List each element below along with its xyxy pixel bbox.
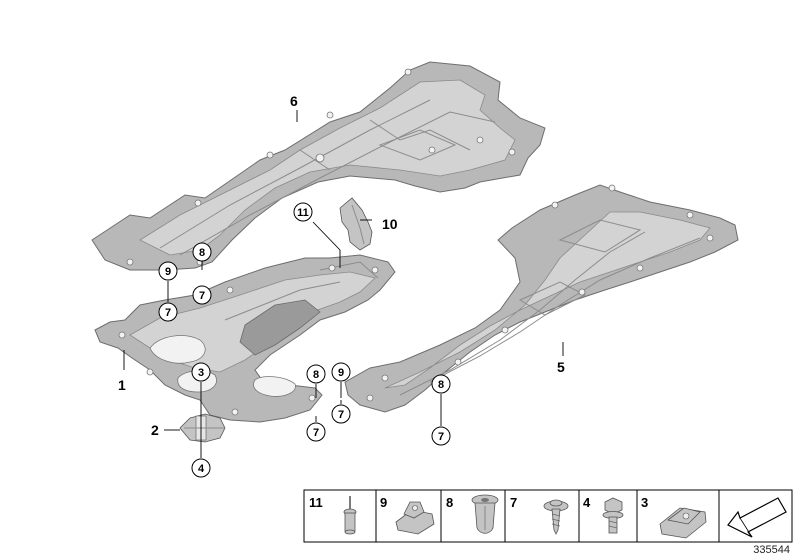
svg-text:9: 9	[338, 367, 344, 379]
parts-table-number-3: 3	[641, 495, 648, 510]
callout-1: 1	[118, 377, 126, 393]
leader-lines	[123, 110, 564, 458]
collar-screw-icon	[543, 499, 569, 535]
svg-text:8: 8	[438, 379, 444, 391]
underbody-panel-5	[344, 184, 739, 413]
svg-text:3: 3	[198, 367, 204, 379]
callout-5: 5	[557, 359, 565, 375]
svg-text:8: 8	[199, 247, 205, 259]
svg-text:7: 7	[338, 409, 344, 421]
spring-nut-icon	[659, 507, 707, 539]
clip-nut-icon	[395, 501, 435, 535]
callout-7-e: 7	[431, 426, 451, 446]
callout-6: 6	[290, 93, 298, 109]
bracket-part-10	[339, 197, 373, 251]
underbody-panel-1	[94, 254, 396, 423]
reference-number: 335544	[753, 544, 790, 556]
callout-8-b: 8	[306, 364, 326, 384]
parts-table-number-8: 8	[446, 495, 453, 510]
callout-8-a: 8	[192, 242, 212, 262]
svg-text:8: 8	[313, 369, 319, 381]
rivet-icon	[343, 496, 357, 535]
svg-text:7: 7	[438, 431, 444, 443]
svg-text:9: 9	[165, 266, 171, 278]
parts-table-number-11: 11	[309, 495, 323, 510]
callout-9-a: 9	[158, 261, 178, 281]
parts-table-number-4: 4	[583, 495, 591, 510]
callout-10: 10	[382, 216, 398, 232]
svg-text:11: 11	[297, 207, 309, 219]
direction-arrow-icon	[727, 497, 787, 538]
callout-7-d: 7	[331, 404, 351, 424]
cover-part-2	[179, 413, 226, 443]
parts-table: 11 9 8 7 4 3	[303, 489, 793, 543]
callout-9-b: 9	[331, 362, 351, 382]
callout-4: 4	[191, 458, 211, 478]
callout-7-a: 7	[192, 285, 212, 305]
svg-text:7: 7	[199, 290, 205, 302]
parts-table-number-7: 7	[510, 495, 517, 510]
expansion-nut-icon	[471, 494, 499, 534]
callout-7-b: 7	[158, 302, 178, 322]
underbody-panel-6	[91, 61, 546, 271]
svg-text:7: 7	[313, 427, 319, 439]
hex-bolt-icon	[602, 497, 624, 534]
svg-text:7: 7	[165, 307, 171, 319]
callout-8-c: 8	[431, 374, 451, 394]
callout-2: 2	[151, 422, 159, 438]
parts-table-number-9: 9	[380, 495, 387, 510]
callout-3: 3	[191, 362, 211, 382]
callout-7-c: 7	[306, 422, 326, 442]
svg-text:4: 4	[198, 463, 205, 475]
callout-11: 11	[293, 202, 313, 222]
